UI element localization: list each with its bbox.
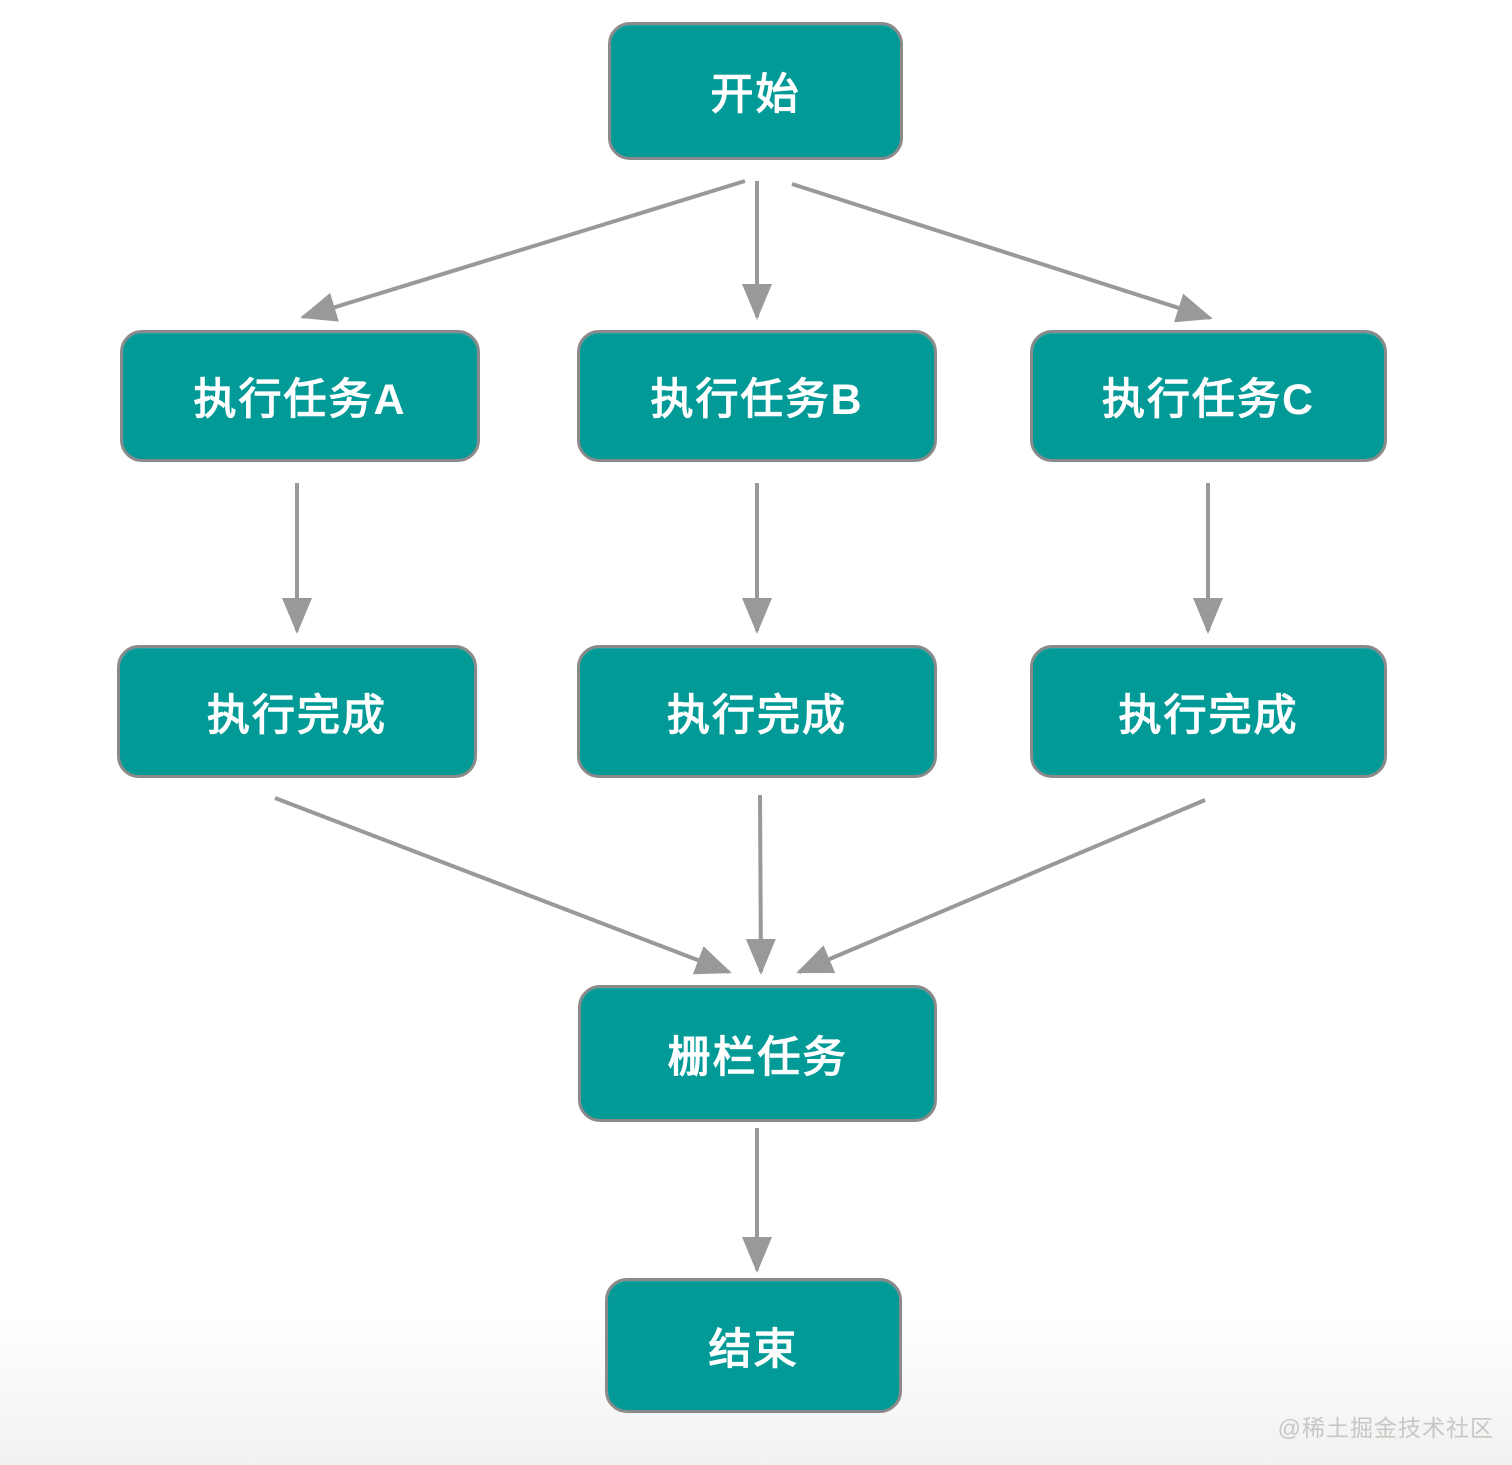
edge-done-b-barrier xyxy=(745,794,776,975)
edge-start-task-c xyxy=(791,182,1213,323)
node-task-a-label: 执行任务A xyxy=(193,376,407,424)
node-task-a: 执行任务A xyxy=(120,330,480,462)
node-barrier-label: 栅栏任务 xyxy=(667,1033,848,1082)
watermark: @稀土掘金技术社区 xyxy=(1277,1415,1494,1441)
node-barrier: 栅栏任务 xyxy=(578,985,937,1122)
edge-start-task-a xyxy=(300,179,746,322)
node-task-c-label: 执行任务C xyxy=(1101,376,1316,424)
node-done-b-label: 执行完成 xyxy=(667,691,847,740)
node-done-c-label: 执行完成 xyxy=(1118,691,1299,740)
edge-done-a-barrier xyxy=(274,796,732,975)
node-end-label: 结束 xyxy=(708,1325,799,1374)
node-start-label: 开始 xyxy=(710,71,801,119)
edge-done-c-barrier xyxy=(796,798,1206,974)
node-done-c: 执行完成 xyxy=(1030,645,1387,778)
node-task-b: 执行任务B xyxy=(577,330,937,462)
node-done-a: 执行完成 xyxy=(117,645,477,778)
node-end: 结束 xyxy=(605,1278,902,1413)
node-task-c: 执行任务C xyxy=(1030,330,1387,462)
node-done-b: 执行完成 xyxy=(577,645,937,778)
node-done-a-label: 执行完成 xyxy=(207,691,387,740)
node-task-b-label: 执行任务B xyxy=(650,376,864,424)
node-start: 开始 xyxy=(608,22,903,160)
